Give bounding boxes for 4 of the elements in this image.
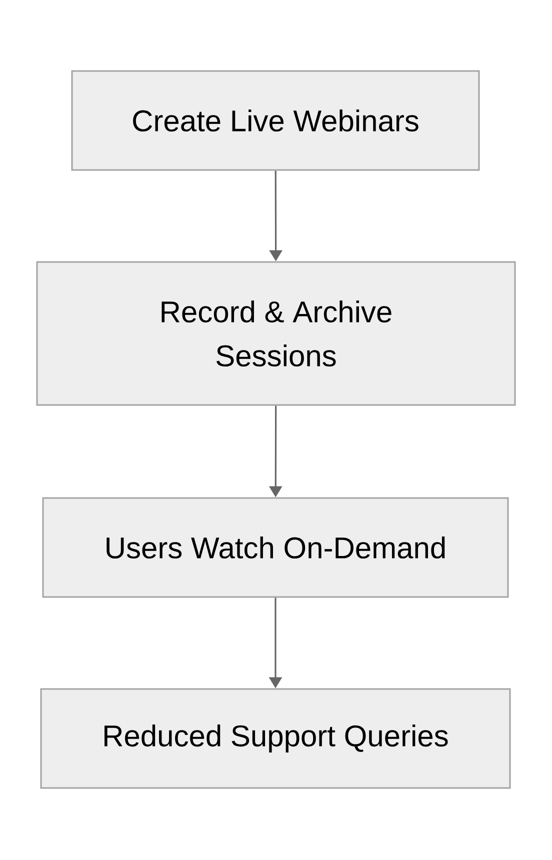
process-box: Create Live Webinars <box>71 70 480 171</box>
process-box: Record & Archive Sessions <box>36 261 516 406</box>
process-box: Users Watch On-Demand <box>42 497 509 598</box>
process-box: Reduced Support Queries <box>40 688 511 789</box>
